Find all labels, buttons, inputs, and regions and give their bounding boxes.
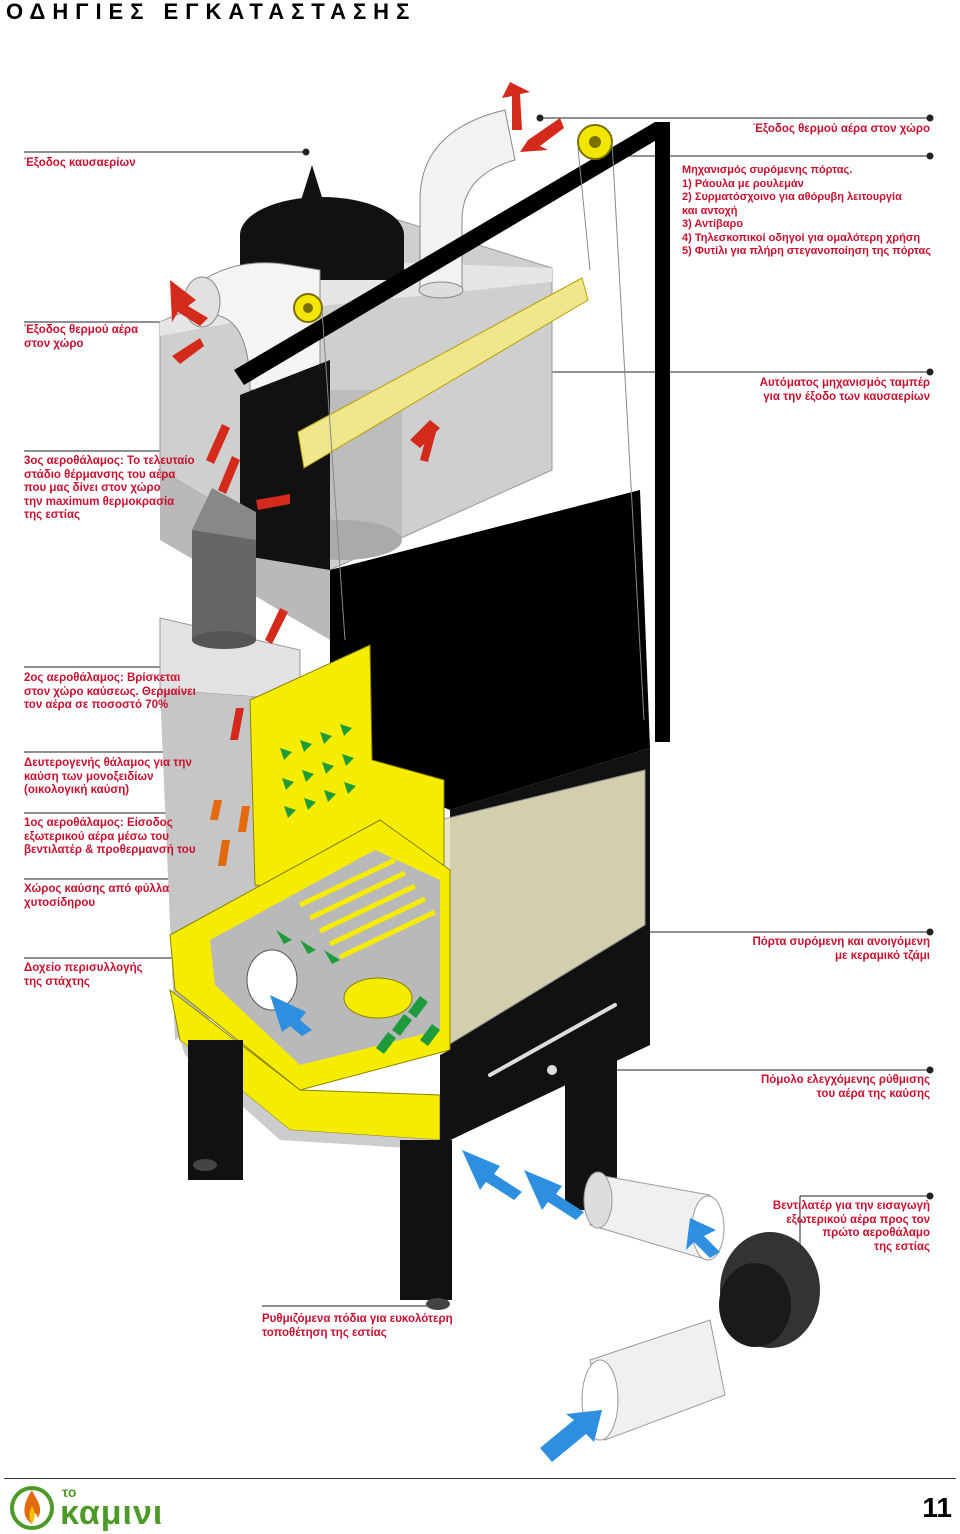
damper-label: Αυτόματος μηχανισμός ταμπέρ για την έξοδ… [759,377,930,403]
logo-wordmark: καμινι [60,1494,164,1532]
page-title: ΟΔΗΓΙΕΣ ΕΓΚΑΤΑΣΤΑΣΗΣ [6,0,417,24]
logo-small-text: το [62,1484,77,1500]
air-control-knob-label: Πόμολο ελεγχόμενης ρύθμισης του αέρα της… [760,1074,930,1100]
door-mechanism-label: Μηχανισμός συρόμενης πόρτας. 1) Ράουλα μ… [682,164,931,257]
second-air-chamber-label: 2ος αεροθάλαμος: Βρίσκεται στον χώρο καύ… [24,672,196,711]
combustion-space-label: Χώρος καύσης από φύλλα χυτοσίδηρου [24,883,170,909]
sliding-door-label: Πόρτα συρόμενη και ανοιγόμενη με κεραμικ… [752,936,930,962]
ash-drawer-label: Δοχείο περισυλλογής της στάχτης [24,962,143,988]
hot-air-exit-left-label: Έξοδος θερμού αέρα στον χώρο [24,324,139,350]
flame-logo-icon [10,1486,54,1530]
fan-label: Βεντιλατέρ για την εισαγωγή εξωτερικού α… [772,1200,930,1253]
page-number: 11 [922,1492,952,1523]
adjustable-feet-label: Ρυθμιζόμενα πόδια για ευκολότερη τοποθέτ… [262,1313,453,1339]
hot-air-exit-top-label: Έξοδος θερμού αέρα στον χώρο [753,123,930,135]
third-air-chamber-label: 3ος αεροθάλαμος: Το τελευταίο στάδιο θέρ… [24,455,195,521]
first-air-chamber-label: 1ος αεροθάλαμος: Είσοδος εξωτερικού αέρα… [24,817,196,856]
flue-exit-label: Έξοδος καυσαερίων [24,157,136,169]
secondary-combustion-chamber-label: Δευτερογενής θάλαμος για την καύση των μ… [24,757,192,796]
footer-divider [4,1478,956,1479]
